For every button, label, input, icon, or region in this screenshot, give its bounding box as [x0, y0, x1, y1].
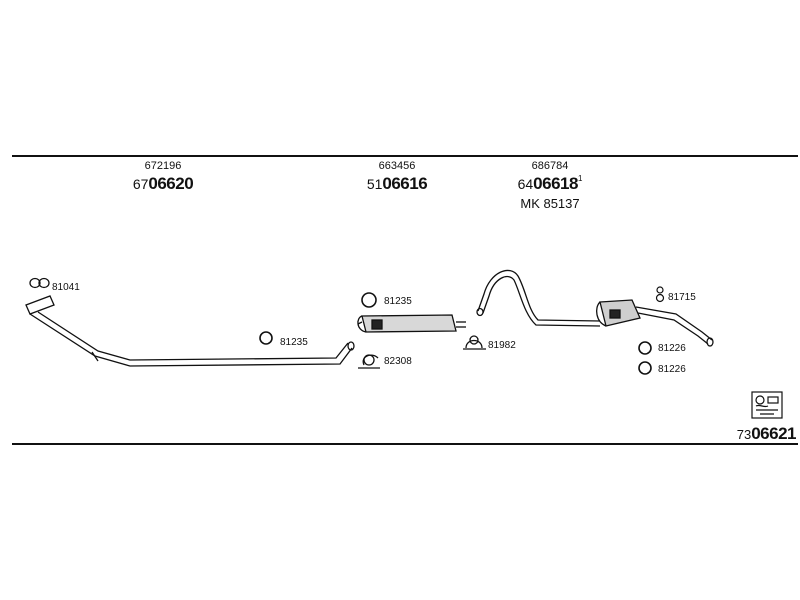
rear-ring-lower-icon — [638, 361, 652, 375]
rear-silencer-icon — [476, 269, 714, 347]
hanger-rear-part-number: 81715 — [668, 292, 696, 303]
front-pipe-old-number: 672196 — [144, 160, 182, 172]
rear-silencer-code-prefix: 64 — [517, 176, 534, 192]
ring-rear-lower-part-number: 81226 — [658, 364, 686, 375]
rear-ring-upper-icon — [638, 341, 652, 355]
rear-silencer-code-main: 06618 — [533, 174, 578, 193]
front-pipe-ring-icon — [259, 331, 273, 345]
rear-silencer-code-suffix: 1 — [577, 174, 583, 183]
kit-number-prefix: 73 — [736, 427, 752, 442]
middle-silencer-reference: 663456 5106616 — [352, 161, 442, 193]
rear-silencer-reference: 686784 64066181 MK 85137 — [500, 160, 600, 211]
ring-middle-part-number: 81235 — [384, 296, 412, 307]
front-pipe-part-code: 6706620 — [132, 174, 194, 193]
rear-hanger-icon — [655, 286, 665, 303]
front-pipe-icon — [25, 295, 355, 367]
front-gasket-icon — [29, 277, 50, 289]
gasket-front-part-number: 81041 — [52, 282, 80, 293]
middle-silencer-old-number: 663456 — [378, 160, 416, 172]
clamp-middle-part-number: 82308 — [384, 356, 412, 367]
ring-rear-upper-part-number: 81226 — [658, 343, 686, 354]
top-divider-line — [12, 155, 798, 157]
rear-silencer-mk-number: MK 85137 — [520, 196, 580, 211]
front-pipe-reference: 672196 6706620 — [118, 161, 208, 193]
mounting-kit-icon — [751, 391, 783, 419]
rear-silencer-part-code: 64066181 — [517, 174, 583, 193]
middle-silencer-code-main: 06616 — [382, 174, 428, 193]
kit-number-main: 06621 — [751, 424, 796, 443]
clamp-rear-pipe-part-number: 81982 — [488, 340, 516, 351]
middle-ring-icon — [361, 292, 377, 308]
middle-clamp-icon — [358, 354, 380, 369]
kit-number: 7306621 — [700, 424, 797, 443]
rear-pipe-clamp-icon — [463, 335, 486, 350]
middle-silencer-part-code: 5106616 — [366, 174, 428, 193]
middle-silencer-icon — [357, 314, 466, 333]
ring-front-pipe-part-number: 81235 — [280, 337, 308, 348]
bottom-divider-line — [12, 443, 798, 445]
middle-silencer-code-prefix: 51 — [366, 176, 383, 192]
rear-silencer-old-number: 686784 — [531, 160, 569, 172]
front-pipe-code-prefix: 67 — [132, 176, 149, 192]
front-pipe-code-main: 06620 — [148, 174, 194, 193]
